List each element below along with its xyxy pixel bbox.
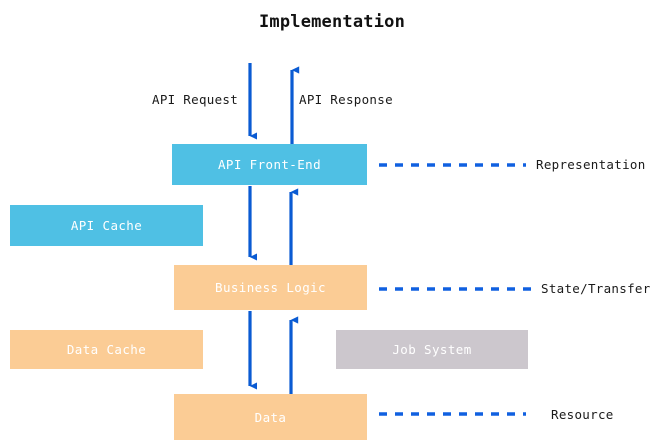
node-data-label: Data [254,409,287,425]
edge-label-api-request: API Request [152,92,239,107]
node-api-cache: API Cache [10,205,203,246]
side-label-state-transfer: State/Transfer [541,281,651,296]
side-label-representation: Representation [536,157,646,172]
node-data: Data [174,394,367,440]
side-label-resource: Resource [551,407,614,422]
node-job-system: Job System [336,330,528,369]
node-business-logic-label: Business Logic [215,280,326,295]
node-data-cache-label: Data Cache [66,342,147,357]
page-title: Implementation [258,12,406,32]
node-api-cache-label: API Cache [70,218,143,233]
node-api-frontend-label: API Front-End [217,157,322,172]
node-api-frontend: API Front-End [172,144,367,185]
node-data-cache: Data Cache [10,330,203,369]
node-job-system-label: Job System [392,342,472,357]
node-business-logic: Business Logic [174,265,367,310]
edge-label-api-response: API Response [299,92,393,107]
